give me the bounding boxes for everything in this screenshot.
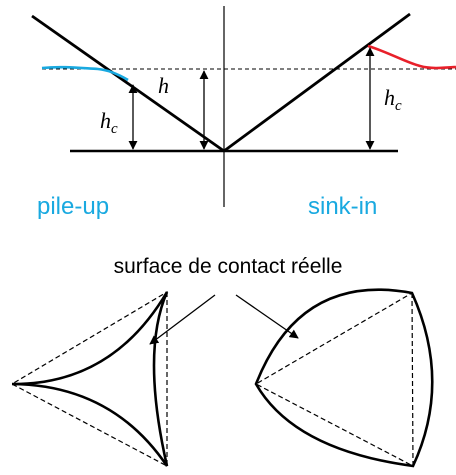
- sink-in-real-contact-outline: [254, 288, 434, 468]
- sink-in-surface-curve: [367, 44, 456, 70]
- pile-up-label: pile-up: [37, 193, 109, 220]
- cross-section: h hc hc pile-up sink-in: [31, 6, 456, 220]
- indenter-right-face: [223, 12, 411, 153]
- sink-in-label: sink-in: [308, 193, 377, 220]
- sink-in-contact-shape: [254, 288, 434, 468]
- hc-left-label: hc: [100, 108, 118, 137]
- pointer-arrow-right: [235, 294, 299, 339]
- pile-up-nominal-triangle: [10, 290, 168, 467]
- pointer-arrow-left: [149, 294, 216, 345]
- pile-up-real-contact-outline: [11, 291, 169, 467]
- h-label: h: [158, 73, 169, 98]
- pile-up-contact-shape: [10, 290, 169, 467]
- contact-surface-caption: surface de contact réelle: [114, 255, 343, 278]
- sink-in-nominal-triangle: [254, 291, 414, 467]
- hc-right-label: hc: [384, 85, 402, 114]
- indenter-left-face: [31, 14, 225, 153]
- pile-up-surface-curve: [41, 65, 129, 82]
